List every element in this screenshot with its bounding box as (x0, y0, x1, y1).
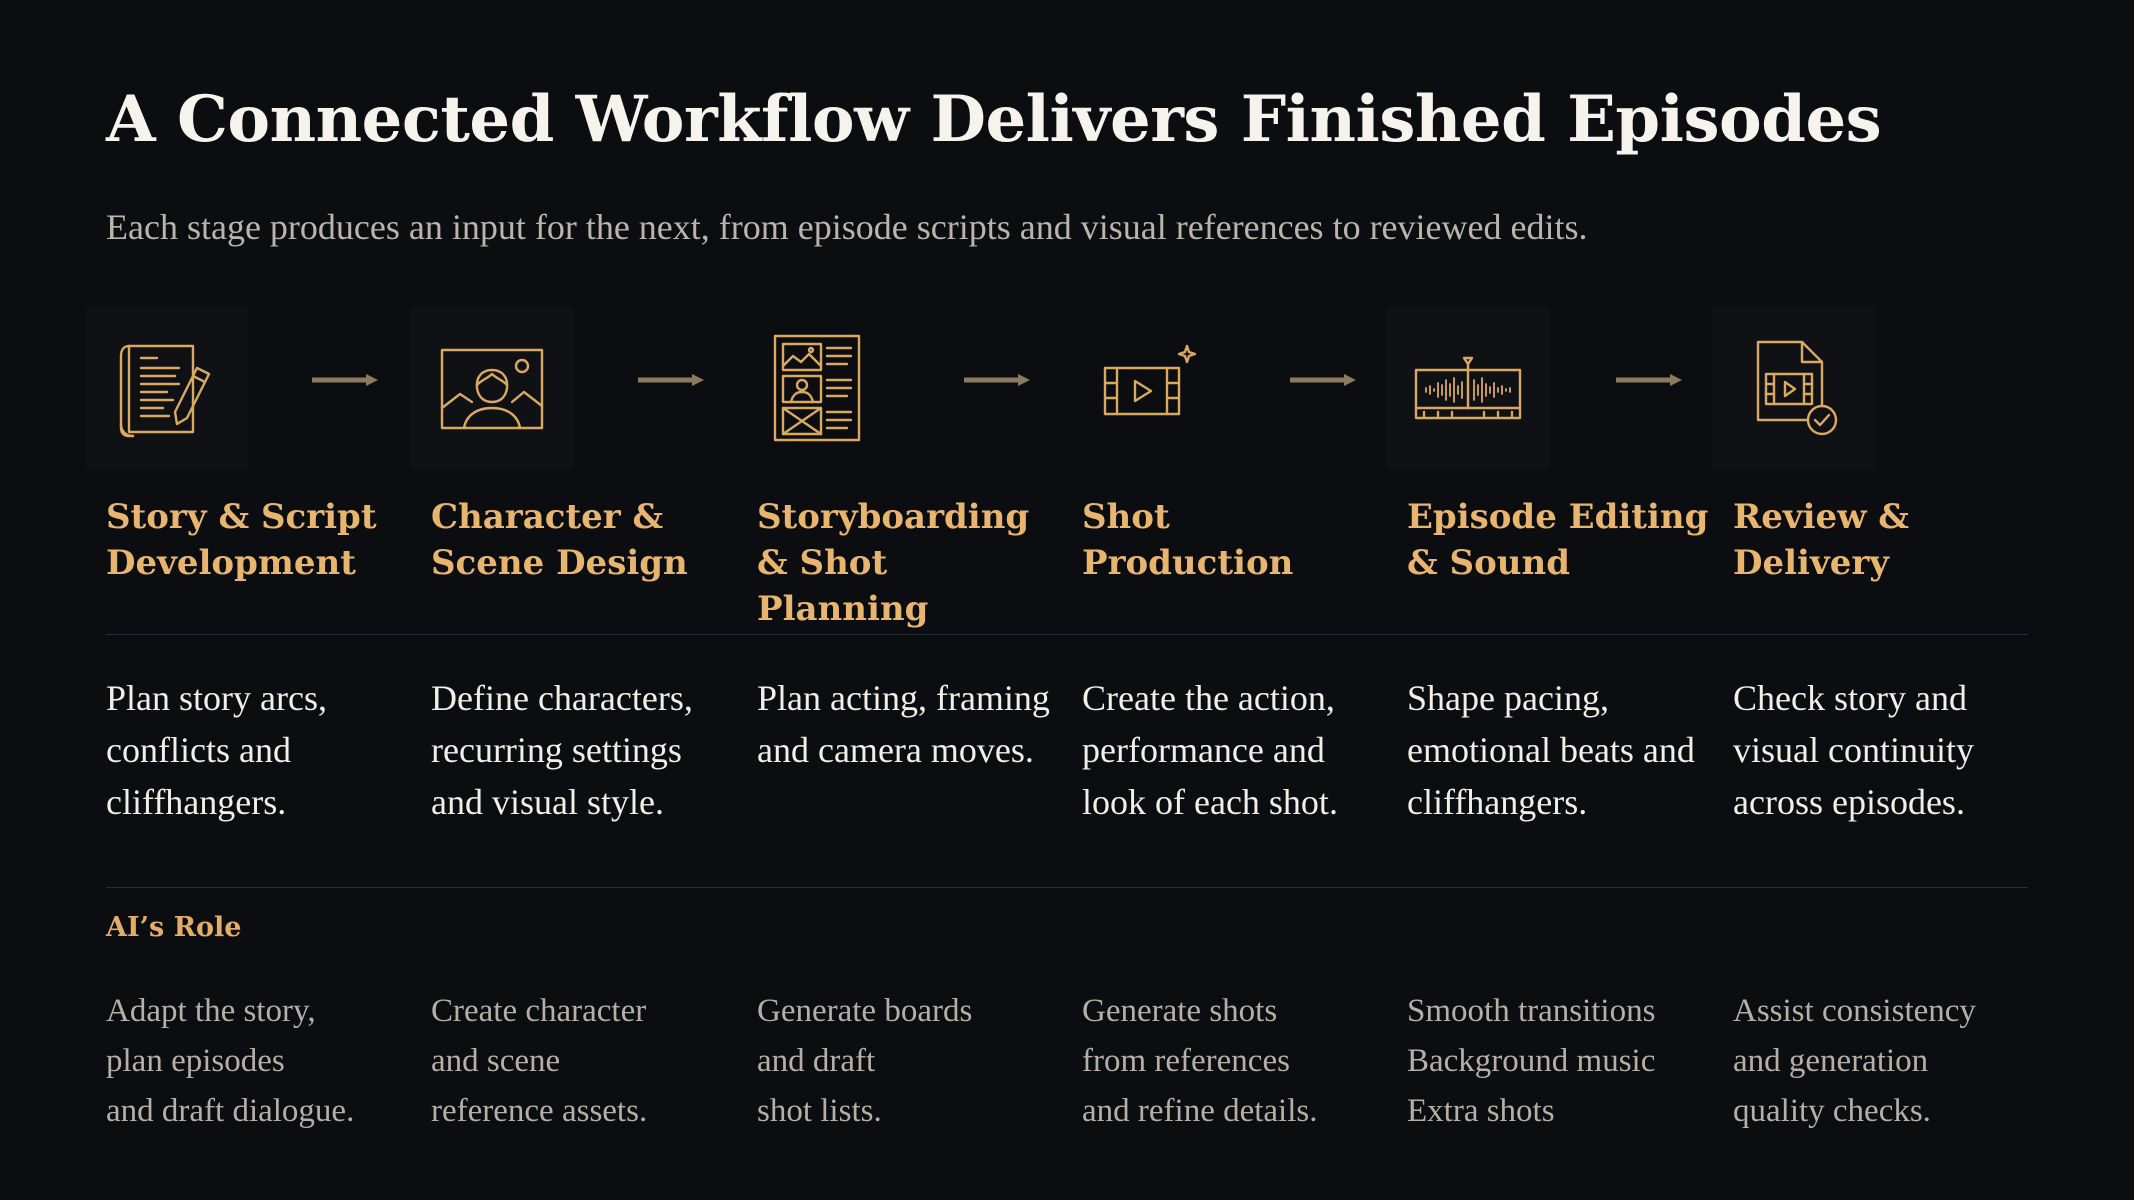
script-icon (86, 307, 248, 469)
stage-title-storyboarding: Storyboarding& Shot Planning (757, 497, 1030, 629)
stage-description: Check story and visual continuity across… (1733, 678, 1974, 822)
audio-timeline-icon (1387, 307, 1549, 469)
ai-role-label: AI’s Role (106, 912, 242, 943)
film-play-icon (1062, 307, 1224, 469)
arrow-right-icon (1290, 374, 1356, 386)
page-subtitle: Each stage produces an input for the nex… (106, 207, 1588, 247)
stage-description: Plan story arcs, conflicts and cliffhang… (106, 678, 327, 822)
stage-title-episode-editing: Episode Editing& Sound (1407, 497, 1709, 583)
divider (106, 887, 2028, 888)
divider (106, 634, 2028, 635)
arrow-right-icon (638, 374, 704, 386)
arrow-right-icon (1616, 374, 1682, 386)
stage-title-review-delivery: Review &Delivery (1733, 497, 1909, 583)
arrow-right-icon (964, 374, 1030, 386)
character-portrait-icon (411, 307, 573, 469)
video-file-check-icon (1713, 307, 1875, 469)
arrow-right-icon (312, 374, 378, 386)
storyboard-icon (736, 307, 898, 469)
stage-title-character-scene: Character &Scene Design (431, 497, 688, 583)
stage-description: Create the action, performance and look … (1082, 678, 1338, 822)
stage-description: Define characters, recurring settings an… (431, 678, 693, 822)
stage-description: Shape pacing, emotional beats and cliffh… (1407, 678, 1695, 822)
stage-description: Plan acting, framing and camera moves. (757, 678, 1050, 770)
page-title: A Connected Workflow Delivers Finished E… (106, 82, 1882, 157)
